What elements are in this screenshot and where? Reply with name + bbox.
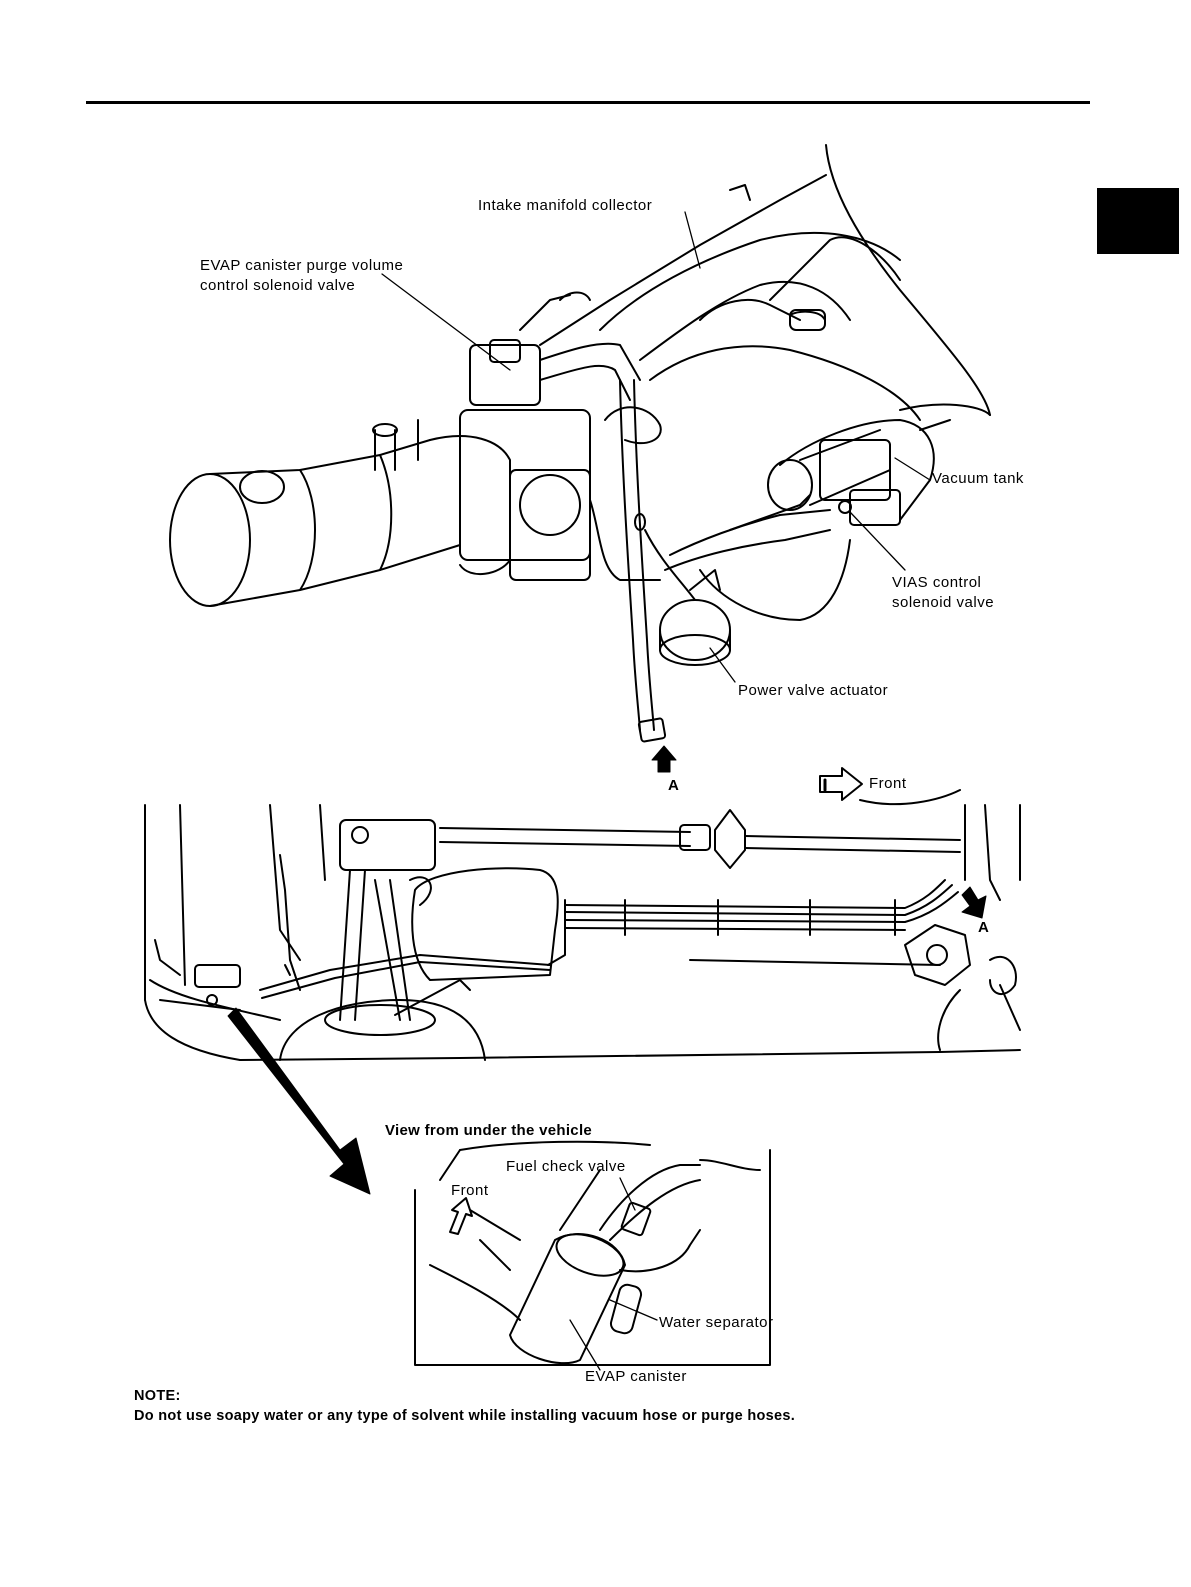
label-power-valve: Power valve actuator [738,682,889,699]
note-block: NOTE: Do not use soapy water or any type… [134,1386,795,1426]
vacuum-hose-drawing [604,379,667,743]
underbody-drawing [144,789,1021,1061]
label-vias-valve: VIAS control solenoid valve [892,574,995,611]
label-intake-manifold: Intake manifold collector [478,197,653,214]
header-rule [86,101,1090,104]
throttle-body-drawing [459,409,661,581]
leader-lines-top [381,211,931,683]
note-text: Do not use soapy water or any type of so… [134,1408,796,1424]
label-vacuum-tank: Vacuum tank [932,470,1024,487]
vacuum-tank-drawing [767,419,935,526]
label-marker-a-top: A [668,777,680,794]
marker-a-mid-arrow [961,886,987,919]
label-water-separator: Water separator [659,1314,774,1331]
evap-purge-valve-drawing [469,294,641,406]
label-fuel-check-valve: Fuel check valve [506,1158,626,1175]
vias-hoses-drawing [664,494,851,621]
front-inset-arrow-icon [449,1197,473,1235]
label-marker-a-mid: A [978,919,990,936]
label-view-title: View from under the vehicle [385,1122,593,1139]
intake-manifold-drawing [539,144,991,431]
label-front-inset: Front [451,1182,489,1199]
note-heading: NOTE: [134,1388,181,1404]
evap-canister-inset-drawing [414,1140,771,1371]
power-valve-actuator-drawing [634,513,731,666]
label-front-top: Front [869,775,907,792]
front-arrow-icon [819,767,863,801]
label-evap-purge-valve: EVAP canister purge volume control solen… [200,257,404,294]
section-tab [1097,188,1179,254]
air-intake-duct-drawing [169,419,511,607]
zoom-arrow [227,1007,371,1195]
label-evap-canister: EVAP canister [585,1368,687,1385]
marker-a-top-arrow [651,745,677,773]
